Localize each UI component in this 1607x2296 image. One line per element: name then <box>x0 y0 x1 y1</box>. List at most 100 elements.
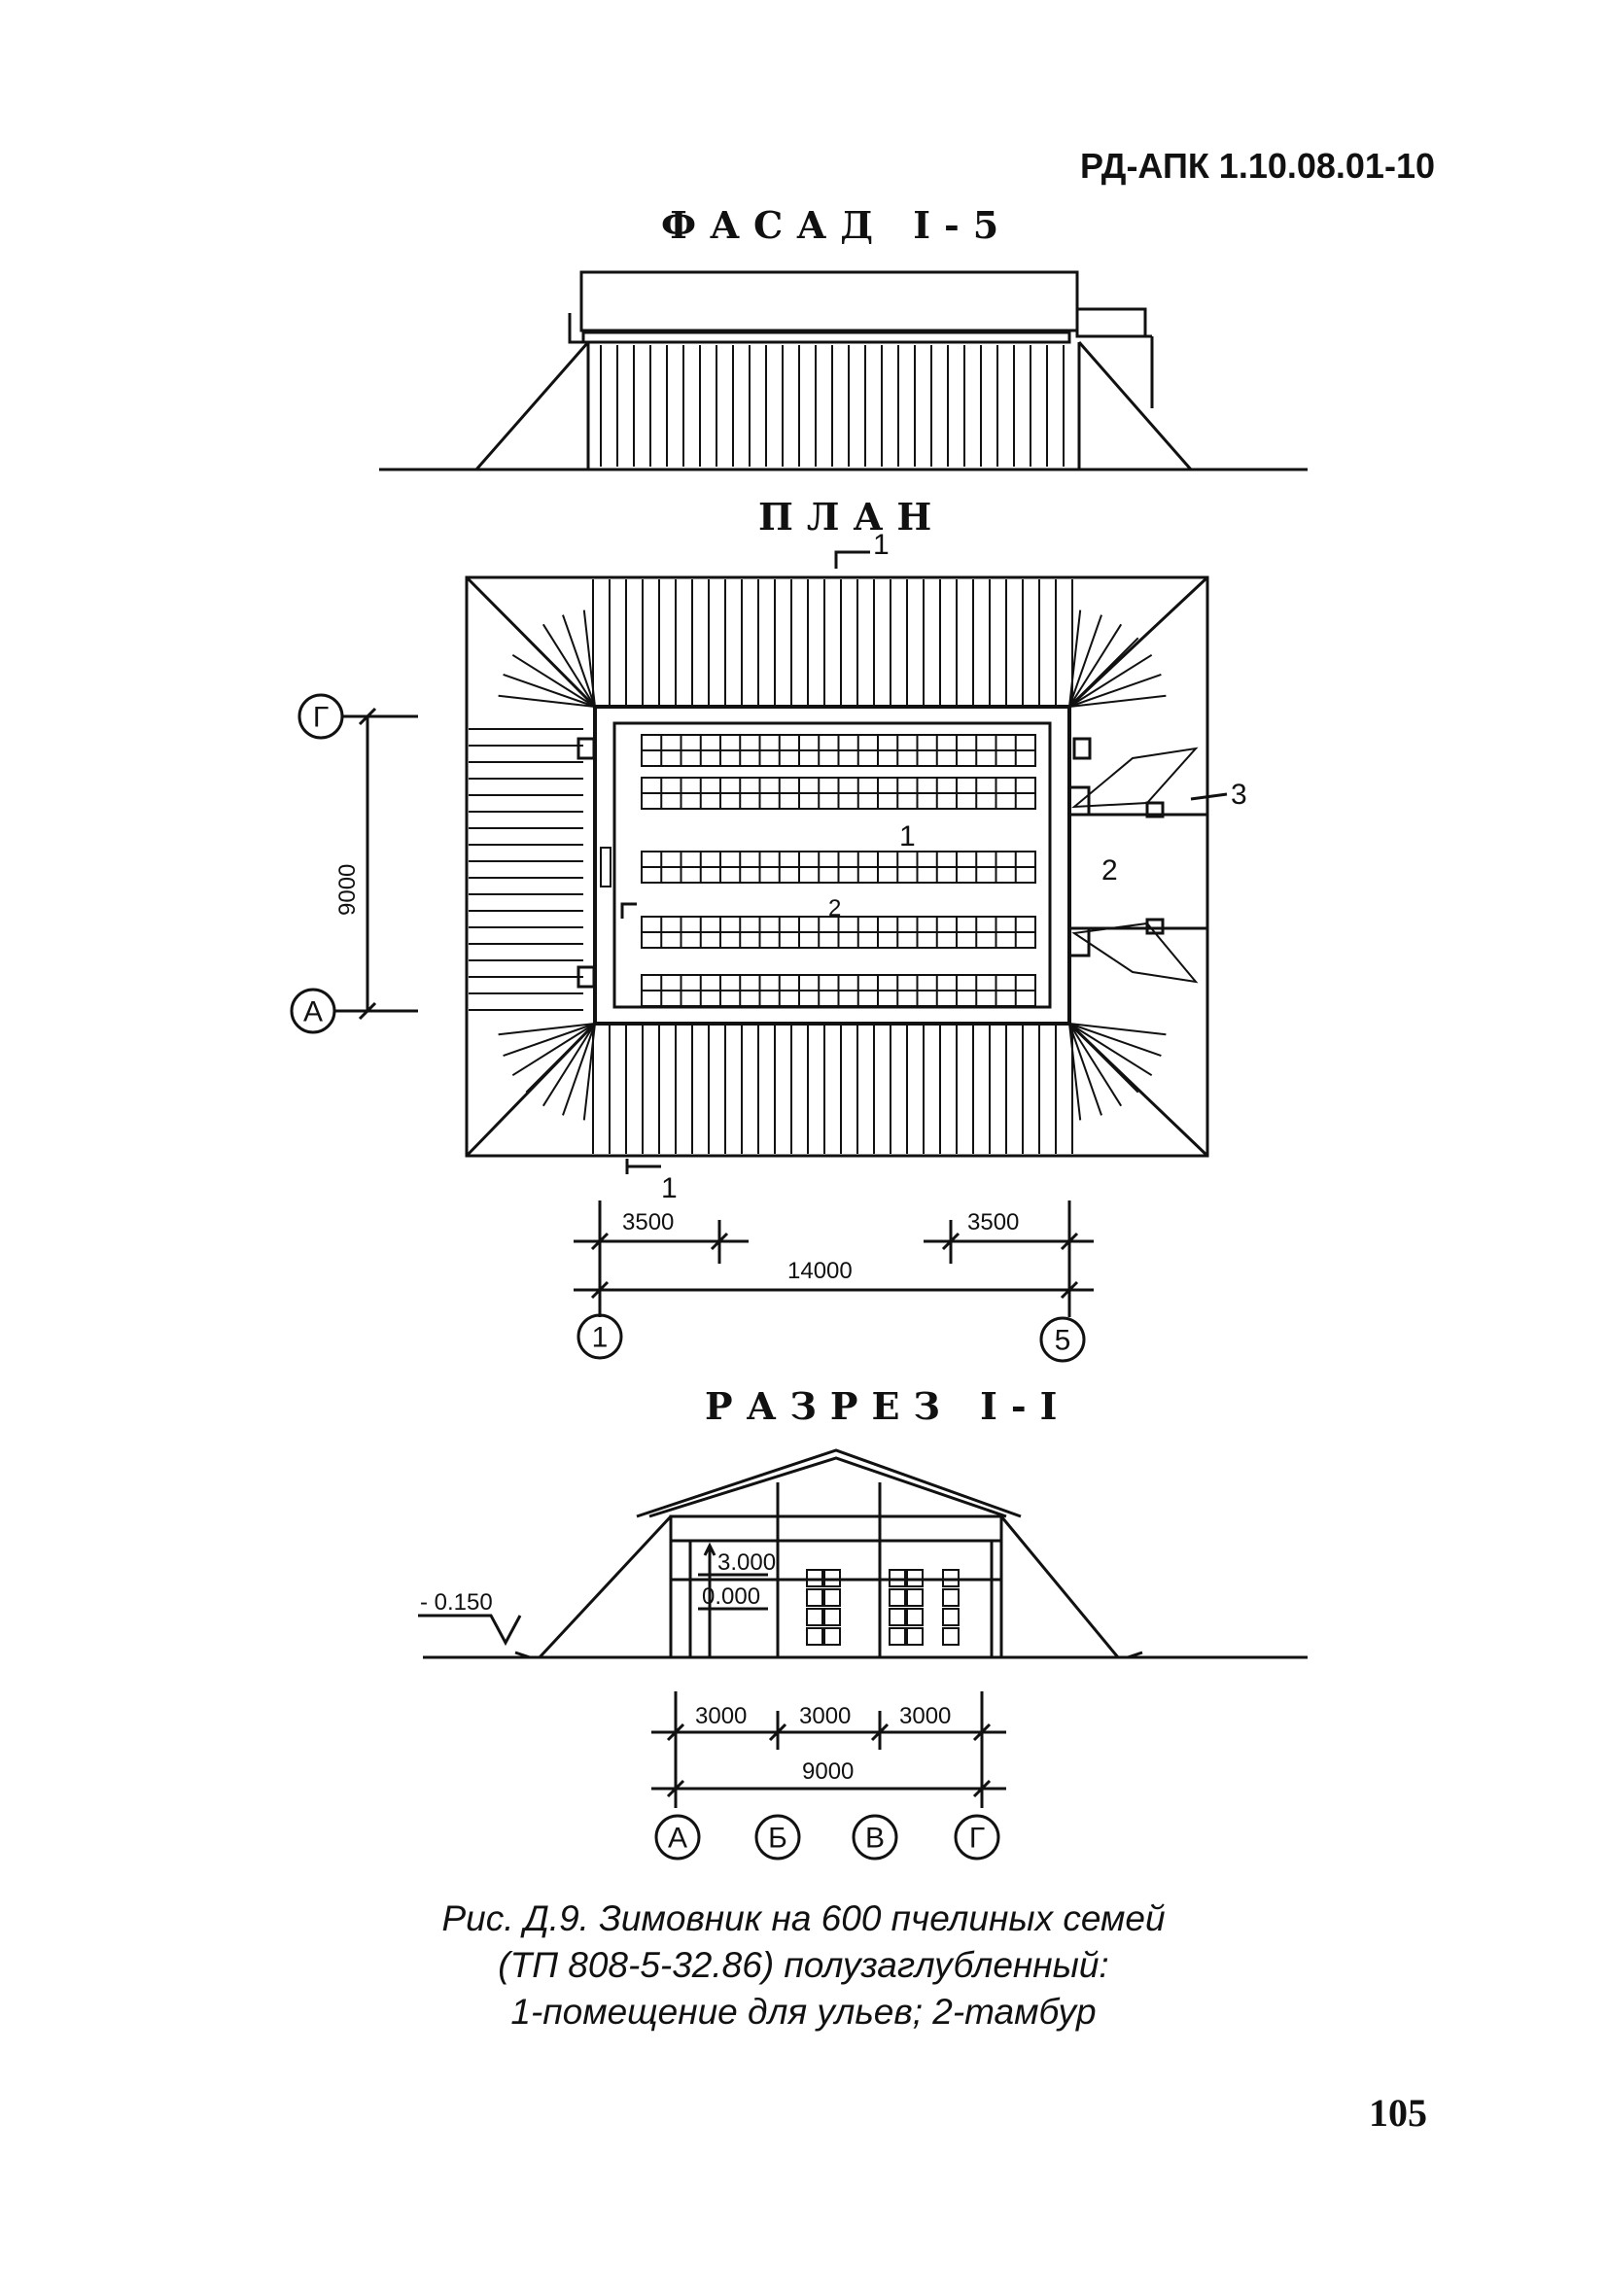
dim-3500-left: 3500 <box>622 1209 674 1235</box>
axis-label-g-left: Г <box>313 702 329 734</box>
radiating-line <box>1068 1023 1123 1107</box>
document-code: РД-АПК 1.10.08.01-10 <box>1080 146 1435 186</box>
hive-box <box>906 1569 924 1587</box>
hive-box <box>889 1588 906 1607</box>
hive-box <box>806 1608 823 1626</box>
axis-marker-b: Б <box>754 1814 801 1861</box>
plan-bottom-dimensions: 3500 3500 14000 <box>574 1200 1094 1317</box>
dim-3500-right: 3500 <box>967 1209 1019 1235</box>
hive-box <box>806 1627 823 1646</box>
dim-14000: 14000 <box>787 1258 853 1284</box>
section-hives <box>806 1569 960 1646</box>
radiating-line <box>1068 609 1082 708</box>
axis-marker-g-left: Г <box>297 693 367 740</box>
radiating-line <box>503 1023 596 1057</box>
radiating-line <box>1068 1023 1153 1077</box>
axis-marker-v: В <box>852 1814 898 1861</box>
level-0000: 0.000 <box>702 1583 760 1610</box>
dim-9000-section: 9000 <box>802 1758 854 1785</box>
radiating-line <box>582 1023 596 1121</box>
axis-marker-a-left: А <box>290 988 367 1034</box>
hive-box <box>823 1627 841 1646</box>
plan-view: 1 1 2 2 3 1 <box>290 529 1247 1363</box>
dim-9000-vertical: 9000 <box>334 864 361 916</box>
axis-label-b: Б <box>768 1823 787 1855</box>
hive-box <box>823 1608 841 1626</box>
radiating-line <box>541 623 596 708</box>
hive-box <box>823 1569 841 1587</box>
dim-3000-c: 3000 <box>899 1703 951 1729</box>
radiating-line <box>1068 1023 1102 1116</box>
facade-title: ФАСАД I-5 <box>661 203 1012 247</box>
caption-line-3: 1-помещение для ульев; 2-тамбур <box>510 1992 1097 2032</box>
radiating-line <box>1068 1023 1139 1094</box>
axis-label-v: В <box>865 1823 885 1855</box>
radiating-line <box>525 637 596 708</box>
hive-box <box>906 1627 924 1646</box>
radiating-line <box>1068 653 1153 708</box>
room-label-hive-room: 1 <box>899 820 916 852</box>
radiating-line <box>1068 1023 1167 1036</box>
hive-box <box>906 1588 924 1607</box>
axis-label-a-left: А <box>303 996 323 1028</box>
radiating-line <box>1068 674 1162 708</box>
axis-marker-5: 5 <box>1039 1316 1086 1363</box>
radiating-line <box>498 1023 596 1036</box>
plan-title: ПЛАН <box>758 495 945 539</box>
embankment-hatching <box>469 579 1167 1154</box>
radiating-line <box>582 609 596 708</box>
page-number: 105 <box>1369 2091 1427 2135</box>
dim-3000-b: 3000 <box>799 1703 851 1729</box>
hive-box <box>806 1569 823 1587</box>
hive-box <box>942 1608 960 1626</box>
room-label-small: 2 <box>828 895 841 922</box>
radiating-line <box>1068 694 1167 708</box>
radiating-line <box>511 1023 596 1077</box>
figure-caption: Рис. Д.9. Зимовник на 600 пчелиных семей… <box>0 1896 1607 2035</box>
axis-marker-1: 1 <box>576 1313 623 1360</box>
section-title: РАЗРЕЗ I-I <box>705 1384 1070 1428</box>
hive-box <box>889 1569 906 1587</box>
axis-marker-a: А <box>654 1814 701 1861</box>
radiating-line <box>1068 1023 1082 1121</box>
caption-line-2: (ТП 808-5-32.86) полузаглубленный: <box>498 1945 1109 1985</box>
dim-3000-a: 3000 <box>695 1703 747 1729</box>
hive-box <box>942 1569 960 1587</box>
hive-box <box>889 1627 906 1646</box>
hive-box <box>906 1608 924 1626</box>
radiating-line <box>525 1023 596 1094</box>
facade-view <box>379 270 1308 471</box>
axis-label-1: 1 <box>592 1322 609 1354</box>
axis-marker-g: Г <box>954 1814 1000 1861</box>
caption-line-1: Рис. Д.9. Зимовник на 600 пчелиных семей <box>441 1898 1166 1938</box>
hive-box <box>889 1608 906 1626</box>
hive-box <box>942 1588 960 1607</box>
level-minus-0150: - 0.150 <box>420 1589 493 1616</box>
radiating-line <box>503 674 596 708</box>
hive-rows <box>641 734 1036 1007</box>
callout-3: 3 <box>1231 779 1247 811</box>
section-mark-top: 1 <box>873 529 890 561</box>
radiating-line <box>1068 1023 1162 1057</box>
radiating-line <box>562 1023 596 1116</box>
radiating-line <box>562 614 596 708</box>
radiating-line <box>498 694 596 708</box>
facade-cladding <box>600 345 1065 467</box>
section-dimensions: 3000 3000 3000 9000 <box>651 1691 1006 1808</box>
axis-label-a: А <box>668 1823 687 1855</box>
radiating-line <box>511 653 596 708</box>
radiating-line <box>1068 637 1139 708</box>
radiating-line <box>1068 614 1102 708</box>
axis-label-5: 5 <box>1055 1325 1071 1357</box>
section-mark-bottom: 1 <box>661 1172 678 1204</box>
axis-label-g: Г <box>969 1823 985 1855</box>
hive-box <box>942 1627 960 1646</box>
level-3000: 3.000 <box>717 1549 776 1576</box>
radiating-line <box>1068 623 1123 708</box>
hive-box <box>806 1588 823 1607</box>
radiating-line <box>541 1023 596 1107</box>
dimension-9000-vertical: 9000 <box>334 707 418 1021</box>
hive-box <box>823 1588 841 1607</box>
section-view: - 0.150 3.000 0.000 3000 3000 3000 9000 … <box>418 1448 1308 1861</box>
